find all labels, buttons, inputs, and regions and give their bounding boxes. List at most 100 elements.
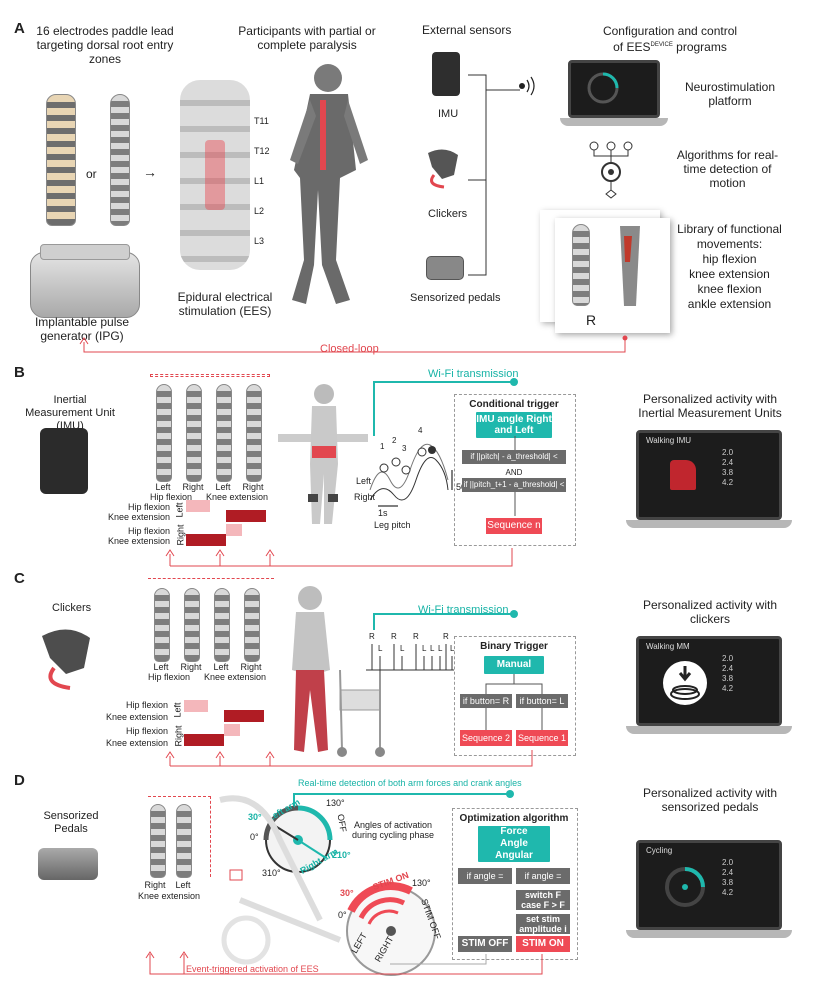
b-laptop-screen bbox=[636, 430, 782, 520]
paddle-lead-wide bbox=[46, 94, 76, 226]
d-angle-label: 310° bbox=[262, 868, 281, 878]
panel-d-letter: D bbox=[14, 772, 25, 789]
b-group-label: Hip flexion bbox=[150, 492, 193, 502]
c-heat-row: Knee extension bbox=[105, 738, 168, 748]
library-item: ankle extension bbox=[687, 297, 772, 311]
c-screen-title: Walking MM bbox=[646, 642, 690, 651]
d-angle-bottom: 130° bbox=[412, 878, 431, 888]
library-title: Library of functional movements: hip fle… bbox=[672, 222, 787, 312]
b-trace-left: Left bbox=[356, 476, 372, 486]
d-leads-frame bbox=[148, 796, 211, 877]
d-opt-frame bbox=[452, 808, 578, 960]
vertebra-l2: L2 bbox=[254, 206, 265, 216]
d-screen-title: Cycling bbox=[646, 846, 673, 855]
b-heatmap-cell bbox=[186, 534, 226, 546]
c-heat-row: Knee extension bbox=[105, 712, 168, 722]
d-angles-text: Angles of activation during cycling phas… bbox=[351, 820, 435, 840]
b-trigger-arrows bbox=[514, 436, 516, 516]
imu-device-image bbox=[40, 428, 88, 494]
d-lead-1 bbox=[150, 804, 166, 878]
closed-loop-line bbox=[79, 335, 628, 353]
b-heat-row: Hip flexion bbox=[127, 502, 170, 512]
clickers-label: Clickers bbox=[428, 208, 468, 220]
b-lead-3 bbox=[216, 384, 232, 482]
c-lead-label: Right bbox=[240, 662, 262, 672]
c-heatmap-cell bbox=[184, 700, 208, 712]
c-side-right: Right bbox=[173, 725, 184, 747]
arrow-icon: → bbox=[143, 164, 157, 180]
c-laptop-screen bbox=[636, 636, 782, 726]
c-cond-r: if button= R bbox=[460, 694, 512, 708]
c-lead-label: Left bbox=[153, 662, 169, 672]
ipg-device bbox=[30, 252, 140, 318]
marker: 1 bbox=[380, 442, 385, 451]
d-realtime-label: Real-time detection of both arm forces a… bbox=[298, 778, 522, 788]
vertebra-t11: T11 bbox=[254, 116, 269, 126]
vertebra-t12: T12 bbox=[254, 146, 270, 156]
b-heatmap-cell bbox=[226, 524, 242, 536]
b-leg-pitch: Leg pitch bbox=[374, 520, 411, 530]
neurostim-dial bbox=[587, 72, 619, 104]
pulse-label: L bbox=[400, 644, 405, 653]
d-angle-label: 130° bbox=[326, 798, 345, 808]
pulse-label: R bbox=[369, 632, 375, 641]
pulse-label: L bbox=[438, 644, 443, 653]
b-heatmap-cell bbox=[186, 500, 210, 512]
b-heatmap-cell bbox=[226, 510, 266, 522]
closed-loop-label: Closed-loop bbox=[320, 343, 379, 355]
c-heat-row: Hip flexion bbox=[125, 726, 168, 736]
c-lead-4 bbox=[244, 588, 260, 662]
library-leg bbox=[620, 226, 640, 306]
b-side-right: Right bbox=[175, 524, 186, 546]
d-bike-outline bbox=[219, 795, 342, 965]
library-lead bbox=[572, 224, 590, 306]
pedal-device bbox=[426, 256, 464, 280]
imu-device bbox=[432, 52, 460, 96]
d-cond-on: if angle = a_on bbox=[458, 868, 512, 897]
b-participant-figure bbox=[278, 384, 368, 524]
d-lead-label: Left bbox=[175, 880, 191, 890]
spine-stimulation-area bbox=[205, 140, 225, 210]
c-group-label: Hip flexion bbox=[148, 672, 191, 682]
algorithms-label: Algorithms for real-time detection of mo… bbox=[676, 148, 779, 190]
d-angle-bottom: 30° bbox=[340, 888, 354, 898]
imu-label: IMU bbox=[438, 108, 459, 120]
shoe-icon bbox=[670, 460, 696, 490]
pulse-label: L bbox=[430, 644, 435, 653]
b-heat-row: Hip flexion bbox=[127, 526, 170, 536]
b-lead-label: Right bbox=[182, 482, 204, 492]
c-heatmap-cell bbox=[224, 724, 240, 736]
b-lead-label: Right bbox=[242, 482, 264, 492]
d-cond-off: if angle = a_off bbox=[516, 868, 570, 897]
d-stim-off-box: STIM OFF bbox=[458, 936, 512, 952]
d-angle-label: 0° bbox=[250, 832, 259, 842]
b-laptop-base bbox=[626, 520, 792, 528]
d-bottom-dial bbox=[346, 882, 436, 976]
b-sequence: Sequence n bbox=[486, 518, 542, 534]
d-pedal-image bbox=[38, 848, 98, 880]
b-side-left: Left bbox=[174, 502, 185, 518]
b-wifi-line bbox=[373, 378, 518, 436]
c-participant-figure bbox=[292, 586, 385, 757]
pulse-label: R bbox=[443, 632, 449, 641]
b-leg-pitch-trace bbox=[369, 443, 453, 507]
d-lead-2 bbox=[176, 804, 192, 878]
b-trigger-box: IMU angle Right and Left bbox=[476, 412, 552, 438]
c-heatmap-cell bbox=[184, 734, 224, 746]
c-lead-3 bbox=[214, 588, 230, 662]
c-lead-2 bbox=[184, 588, 200, 662]
c-trigger-box: Manual button bbox=[484, 656, 544, 688]
c-personalized: Personalized activity with clickers bbox=[642, 598, 778, 626]
d-event-label: Event-triggered activation of EES bbox=[186, 964, 319, 974]
library-item: hip flexion bbox=[702, 252, 757, 266]
b-group-label: Knee extension bbox=[206, 492, 269, 502]
d-cycling-dial bbox=[665, 867, 705, 907]
c-wifi-line bbox=[373, 610, 518, 630]
d-laptop-base bbox=[626, 930, 792, 938]
pulse-label: L bbox=[422, 644, 427, 653]
c-trigger-frame bbox=[454, 636, 576, 756]
c-heat-row: Hip flexion bbox=[125, 700, 168, 710]
